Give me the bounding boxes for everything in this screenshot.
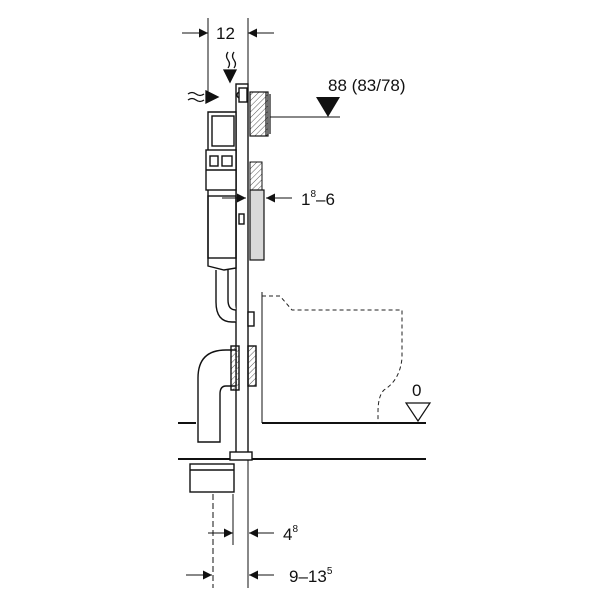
top-width-label: 12 <box>216 24 235 43</box>
drain-socket <box>189 463 235 493</box>
floor-lines <box>178 422 426 460</box>
drain-pipe <box>197 270 257 443</box>
flush-plate-support <box>249 189 265 261</box>
wc-bowl-outline <box>262 295 403 423</box>
front-panel-hatch <box>249 161 263 191</box>
panel-depth-label: 18–6 <box>301 189 335 209</box>
height-label: 88 (83/78) <box>328 76 406 95</box>
floor-level-label: 0 <box>412 381 421 400</box>
wavy-arrow-right-icon <box>187 89 220 105</box>
outline-triangle-icon <box>404 402 432 423</box>
dim-top-width <box>182 18 274 92</box>
filled-triangle-icon <box>316 97 340 117</box>
wall-range-label: 9–135 <box>289 566 333 586</box>
dim-pipe-offset <box>208 494 274 588</box>
cistern-body <box>205 87 248 271</box>
pipe-offset-label: 48 <box>283 524 298 544</box>
wavy-arrow-down-icon <box>222 51 238 84</box>
actuator-plate <box>249 91 271 137</box>
